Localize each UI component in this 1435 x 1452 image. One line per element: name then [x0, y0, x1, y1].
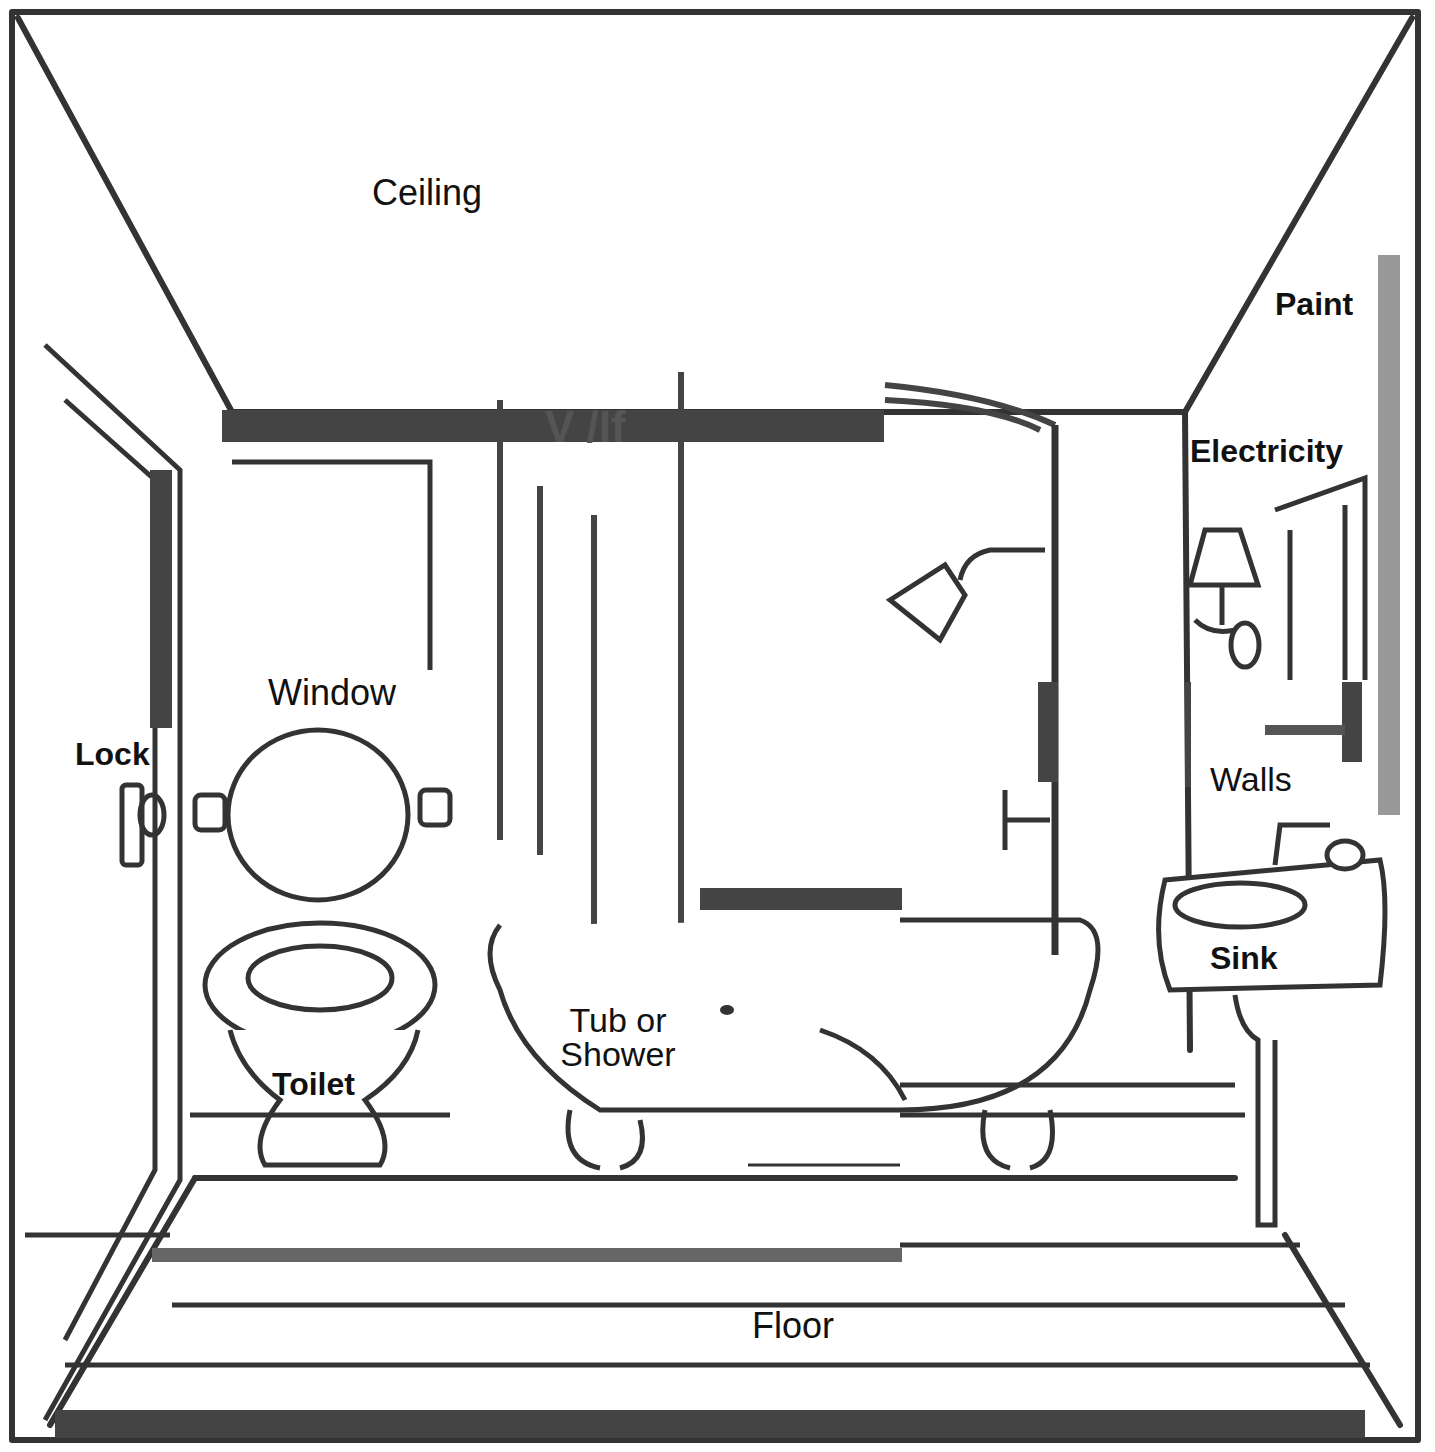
part-label: Ceiling [372, 175, 482, 211]
grey-bar [1378, 255, 1400, 815]
part-label: Paint [1275, 288, 1353, 320]
part-label: Electricity [1190, 435, 1343, 467]
curtain-fold [678, 372, 684, 980]
floor-plank [65, 1363, 1370, 1368]
door-knob [140, 795, 164, 835]
toilet-hinge [420, 790, 450, 825]
sink-bowl [1175, 883, 1305, 927]
toilet-hinge [195, 795, 225, 830]
curtain-fold [591, 515, 597, 975]
tub-faucet [1005, 790, 1050, 850]
part-label: Window [268, 675, 396, 711]
sink [1159, 825, 1385, 1225]
tub-foot [983, 1110, 1053, 1168]
window-frame [232, 462, 430, 670]
sink-drain-pipe [1235, 995, 1275, 1225]
part-label: V /If [545, 405, 626, 449]
part-label: Floor [752, 1308, 834, 1344]
sink-tap [1327, 841, 1363, 869]
curtain-fold [537, 486, 543, 855]
room-outline [12, 12, 1418, 1440]
floor-plank [25, 1235, 1300, 1245]
part-label: Lock [75, 738, 150, 770]
floor-plank [748, 1164, 900, 1167]
room-frame [12, 12, 1418, 1440]
part-label: Tub or Shower [548, 1003, 688, 1071]
floor-plank [172, 1303, 1345, 1308]
tub-foot [568, 1110, 643, 1168]
grey-bar [1185, 682, 1191, 787]
door-panel [65, 400, 155, 1340]
floor-planks [25, 1085, 1370, 1365]
door-panel [1290, 505, 1345, 680]
grey-bar [1038, 682, 1058, 782]
floor-edge [1285, 1235, 1400, 1425]
scan-artifacts [55, 255, 1400, 1438]
grey-bar [700, 888, 902, 910]
grey-bar [1342, 682, 1362, 762]
sink-faucet [1275, 825, 1330, 865]
shower-head [890, 565, 965, 640]
lamp-bulb [1231, 623, 1259, 667]
grey-bar [1265, 725, 1345, 735]
toilet [195, 730, 450, 1165]
perspective-line [1185, 18, 1412, 412]
shower-curtain [500, 372, 1055, 980]
curtain-fold [497, 400, 503, 840]
back-wall-bottom [195, 1175, 1235, 1181]
curtain-rod [885, 385, 1055, 425]
wall-lamp [1190, 530, 1259, 667]
curtain-rod [885, 400, 1040, 430]
tub-body [490, 920, 1098, 1110]
grey-dot [720, 1005, 734, 1015]
right-door [1275, 478, 1365, 680]
sink-basin [1159, 860, 1385, 990]
door-frame [1275, 478, 1365, 680]
toilet-lid [228, 730, 408, 900]
bathtub [490, 425, 1098, 1168]
lamp-shade [1190, 530, 1258, 585]
part-label: Walls [1210, 762, 1292, 796]
toilet-seat [205, 923, 435, 1047]
part-label: Sink [1210, 942, 1278, 974]
tub-contour [820, 1030, 905, 1100]
part-label: Toilet [272, 1068, 355, 1100]
toilet-bowl [248, 946, 392, 1010]
toilet-base [230, 1030, 418, 1165]
floor-edge [50, 1178, 195, 1425]
grey-bar [150, 470, 172, 728]
grey-bar [55, 1410, 1365, 1438]
grey-bar [152, 1248, 902, 1262]
shower-arm [960, 550, 1045, 580]
window [232, 462, 430, 670]
